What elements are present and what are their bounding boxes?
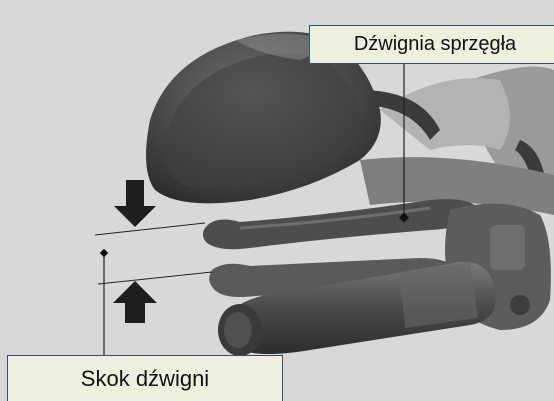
clutch-lever-label: Dźwignia sprzęgła xyxy=(309,25,554,64)
lever-travel-label: Skok dźwigni xyxy=(7,355,283,401)
